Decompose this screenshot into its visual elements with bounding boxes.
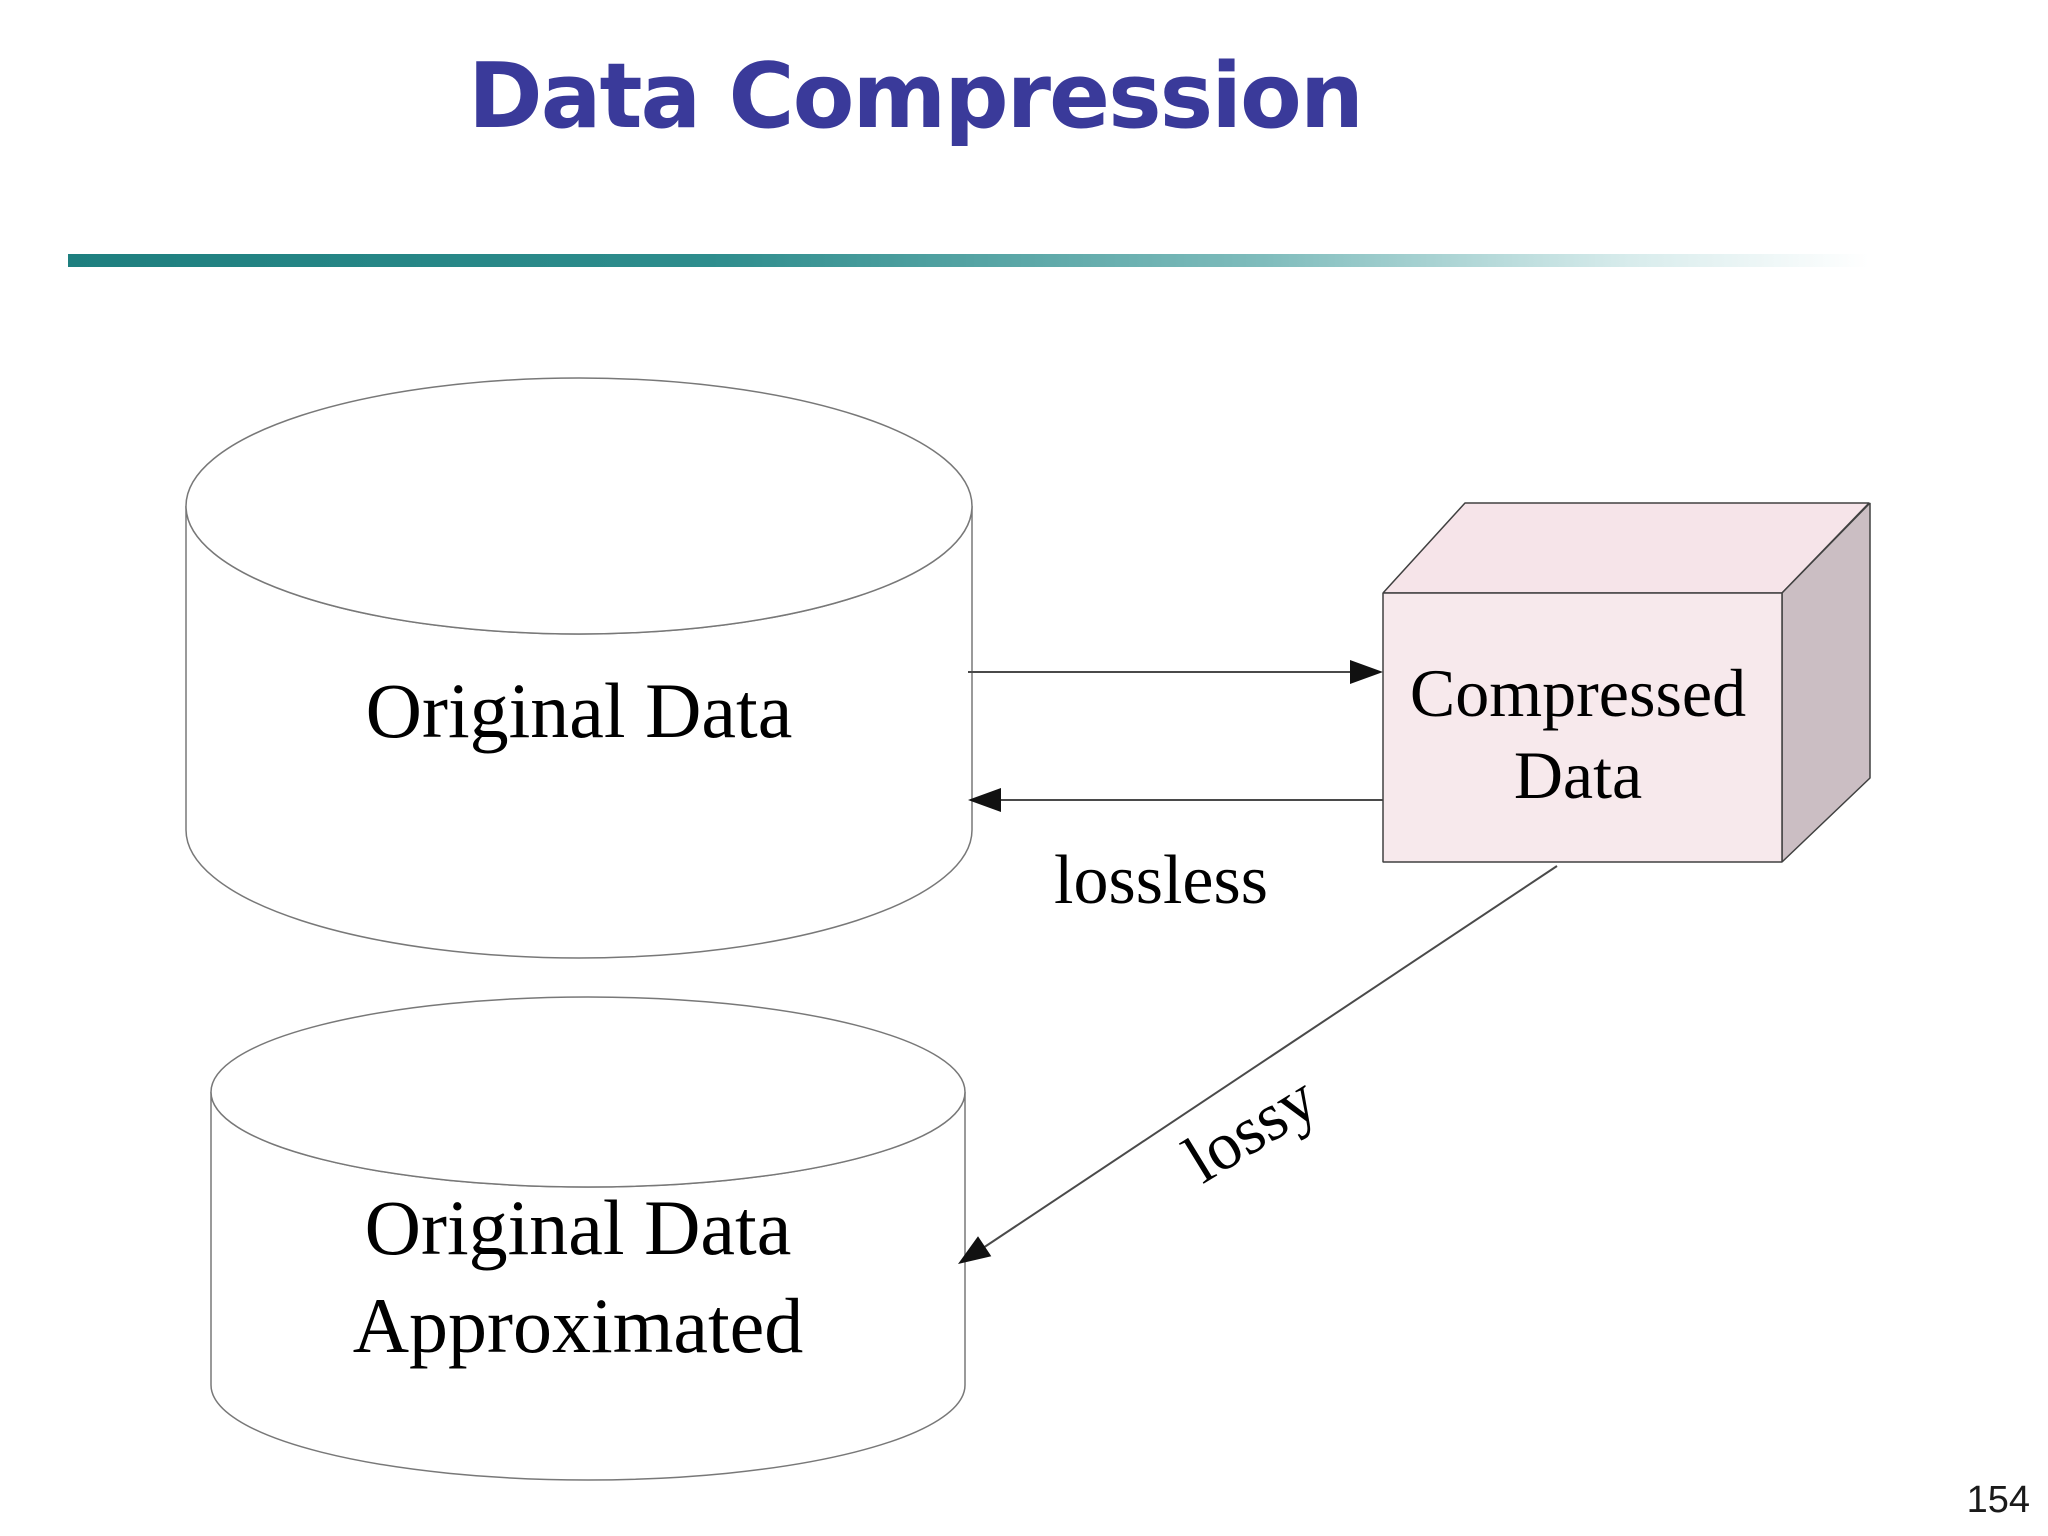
- cylinder-approximated-label-line1: Original Data: [365, 1184, 792, 1271]
- box-compressed-data: Compressed Data: [1382, 502, 1871, 863]
- cylinder-original-data-label: Original Data: [366, 667, 793, 754]
- arrowhead-right-icon: [1350, 660, 1383, 684]
- arrowhead-diagonal-icon: [958, 1236, 992, 1264]
- cylinder-approximated-label-line2: Approximated: [353, 1282, 804, 1369]
- box-front-face: [1382, 592, 1783, 863]
- cylinder-top: [185, 377, 973, 635]
- slide-title: Data Compression: [468, 44, 1364, 149]
- cylinder-original-data-approximated: Original Data Approximated: [210, 996, 966, 1481]
- arrow-line: [973, 865, 1558, 1255]
- cylinder-top: [210, 996, 966, 1188]
- arrow-lossless-forward: [968, 660, 1383, 684]
- title-divider-rule: [68, 254, 1906, 267]
- arrow-lossy: lossy: [958, 865, 1558, 1264]
- compressed-data-label-line2: Data: [1514, 737, 1642, 813]
- compressed-data-label-line1: Compressed: [1410, 655, 1746, 731]
- page-number: 154: [1966, 1479, 2030, 1521]
- cylinder-original-data: Original Data: [185, 377, 973, 959]
- arrowhead-left-icon: [968, 788, 1001, 812]
- arrow-lossless-back: [968, 788, 1383, 812]
- lossless-label: lossless: [1054, 842, 1268, 919]
- lossy-label: lossy: [1171, 1059, 1330, 1197]
